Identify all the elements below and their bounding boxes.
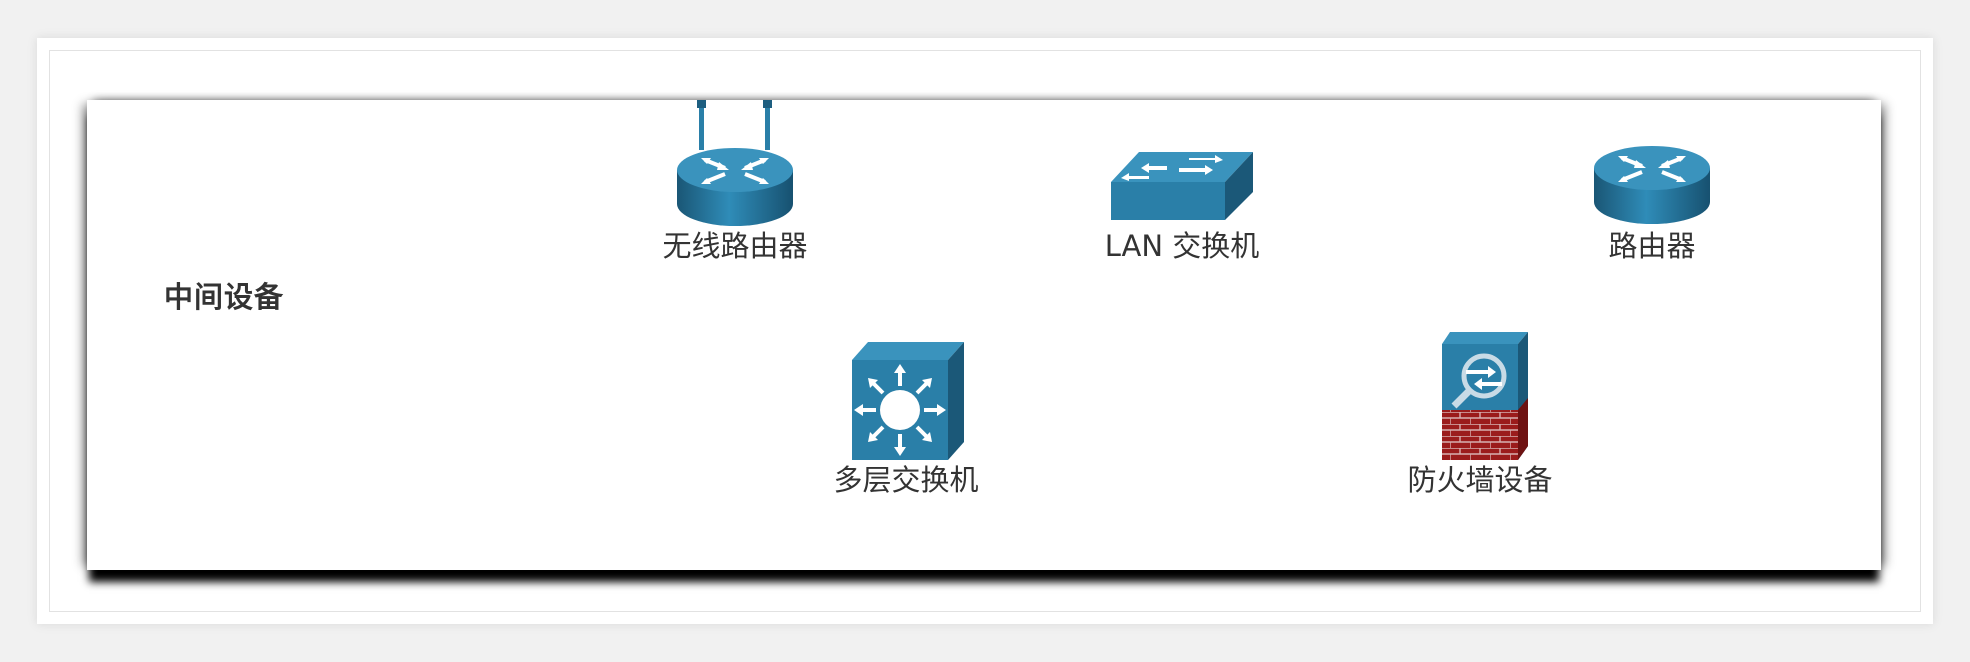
lan-switch-icon xyxy=(1111,152,1253,220)
device-label: 防火墙设备 xyxy=(1407,463,1553,497)
multilayer-switch-icon xyxy=(852,342,964,460)
device-router: 路由器 xyxy=(1572,140,1732,264)
wireless-router-icon xyxy=(677,100,793,226)
device-wireless-router: 无线路由器 xyxy=(655,98,815,264)
device-label: LAN 交换机 xyxy=(1104,229,1260,263)
diagram-card xyxy=(87,100,1881,570)
device-label: 多层交换机 xyxy=(833,463,979,497)
device-multilayer-switch: 多层交换机 xyxy=(826,338,986,498)
firewall-icon xyxy=(1442,332,1528,460)
device-firewall: 防火墙设备 xyxy=(1380,328,1580,498)
device-label: 无线路由器 xyxy=(662,229,808,263)
device-label: 路由器 xyxy=(1608,229,1696,263)
section-title: 中间设备 xyxy=(164,280,285,314)
router-icon xyxy=(1594,146,1710,224)
device-lan-switch: LAN 交换机 xyxy=(1097,148,1267,264)
